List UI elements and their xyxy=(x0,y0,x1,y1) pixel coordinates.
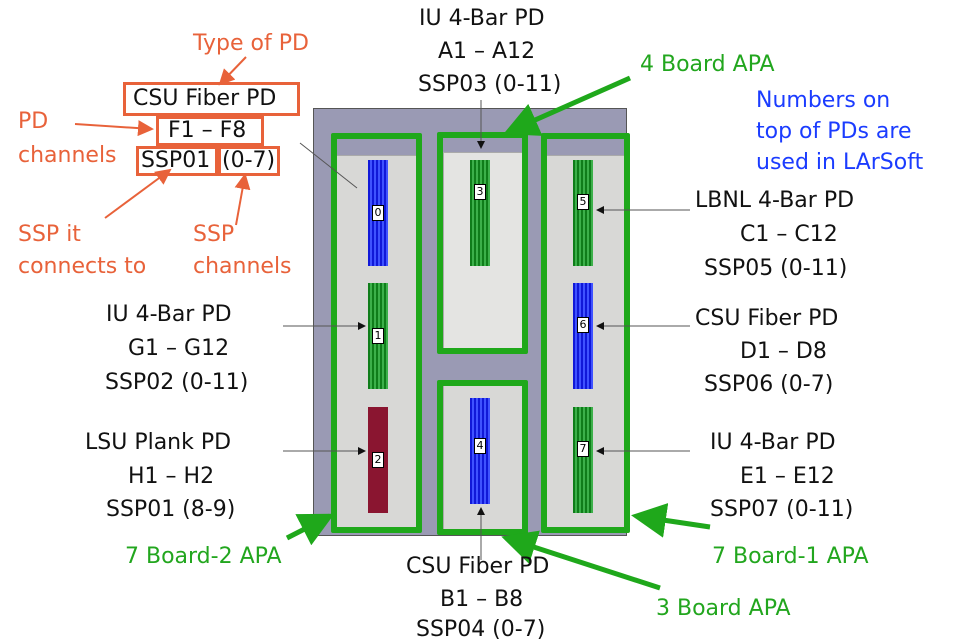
legend-ssp-channels: (0-7) xyxy=(222,148,276,173)
right-label-2-line3: SSP06 (0-7) xyxy=(704,372,834,397)
legend-box-channels xyxy=(156,116,264,146)
pd-4: 4 xyxy=(470,398,490,504)
pd-5: 5 xyxy=(573,160,593,266)
legend-pd-label: PD xyxy=(18,109,49,134)
top-label-line2: A1 – A12 xyxy=(438,39,536,64)
label-3-board-apa: 3 Board APA xyxy=(656,596,791,621)
top-label-line1: IU 4-Bar PD xyxy=(419,6,545,31)
pd-number: 0 xyxy=(372,205,384,221)
legend-box-ssp xyxy=(136,146,218,176)
right-label-1-line1: LBNL 4-Bar PD xyxy=(695,188,855,213)
right-label-3-line1: IU 4-Bar PD xyxy=(710,430,836,455)
legend-ssp-it: SSP it xyxy=(18,222,81,247)
legend-ssp-word: SSP xyxy=(193,222,235,247)
pd-number: 6 xyxy=(577,317,589,334)
pd-number: 3 xyxy=(474,183,486,200)
pd-3: 3 xyxy=(470,160,490,266)
pd-number: 2 xyxy=(372,452,384,468)
bottom-label-line1: CSU Fiber PD xyxy=(406,554,550,579)
arrow-7-board-1 xyxy=(631,503,711,538)
label-4-board-apa: 4 Board APA xyxy=(640,52,775,77)
left-label-2-line1: LSU Plank PD xyxy=(85,430,232,455)
legend-box-type xyxy=(123,82,300,116)
pd-number: 4 xyxy=(474,437,486,454)
apa-4-board xyxy=(437,132,528,354)
right-label-1-line3: SSP05 (0-11) xyxy=(704,256,848,281)
pd-number: 1 xyxy=(372,328,384,344)
legend-type-of-pd: Type of PD xyxy=(193,31,309,56)
legend-csu-fiber-pd: CSU Fiber PD xyxy=(133,86,277,111)
right-label-2-line1: CSU Fiber PD xyxy=(695,306,839,331)
note-line1: Numbers on xyxy=(756,88,891,113)
pd-6: 6 xyxy=(573,283,593,389)
arrow-ssp-channels xyxy=(234,173,251,226)
arrow-pd-channels xyxy=(74,120,154,137)
right-label-3-line2: E1 – E12 xyxy=(740,464,835,489)
arrow-ssp-it xyxy=(104,168,172,219)
label-7-board-1-apa: 7 Board-1 APA xyxy=(712,544,869,569)
pd-0: 0 xyxy=(368,160,388,266)
apa-7-board-2 xyxy=(331,133,422,533)
apa-3-board xyxy=(437,380,528,535)
note-line2: top of PDs are xyxy=(756,119,912,144)
arrow-type-of-pd xyxy=(218,56,247,86)
left-label-1-line1: IU 4-Bar PD xyxy=(106,302,232,327)
note-line3: used in LArSoft xyxy=(756,150,924,175)
pd-2: 2 xyxy=(368,407,388,513)
pd-7: 7 xyxy=(573,407,593,513)
pd-number: 5 xyxy=(577,194,589,211)
legend-channels-label: channels xyxy=(18,143,117,168)
legend-channel-range: F1 – F8 xyxy=(168,118,247,143)
arrow-to-pd-0 xyxy=(299,142,358,189)
left-label-1-line2: G1 – G12 xyxy=(128,336,230,361)
left-label-2-line2: H1 – H2 xyxy=(128,464,215,489)
legend-connects-to: connects to xyxy=(18,254,147,279)
pd-number: 7 xyxy=(577,441,589,458)
legend-box-ssp-channels xyxy=(218,146,280,176)
left-label-2-line3: SSP01 (8-9) xyxy=(106,497,236,522)
apa-7-board-1 xyxy=(541,133,630,533)
bottom-label-line3: SSP04 (0-7) xyxy=(416,617,546,642)
right-label-3-line3: SSP07 (0-11) xyxy=(710,497,854,522)
arrow-7-board-2 xyxy=(285,513,335,546)
arrow-4-board xyxy=(503,75,632,136)
pd-1: 1 xyxy=(368,283,388,389)
right-label-1-line2: C1 – C12 xyxy=(740,222,838,247)
legend-channels-word: channels xyxy=(193,254,292,279)
right-label-2-line2: D1 – D8 xyxy=(740,339,827,364)
arrow-3-board xyxy=(501,530,661,591)
label-7-board-2-apa: 7 Board-2 APA xyxy=(125,544,282,569)
left-label-1-line3: SSP02 (0-11) xyxy=(105,370,249,395)
top-label-line3: SSP03 (0-11) xyxy=(418,72,562,97)
legend-ssp: SSP01 xyxy=(141,148,211,173)
bottom-label-line2: B1 – B8 xyxy=(440,587,524,612)
